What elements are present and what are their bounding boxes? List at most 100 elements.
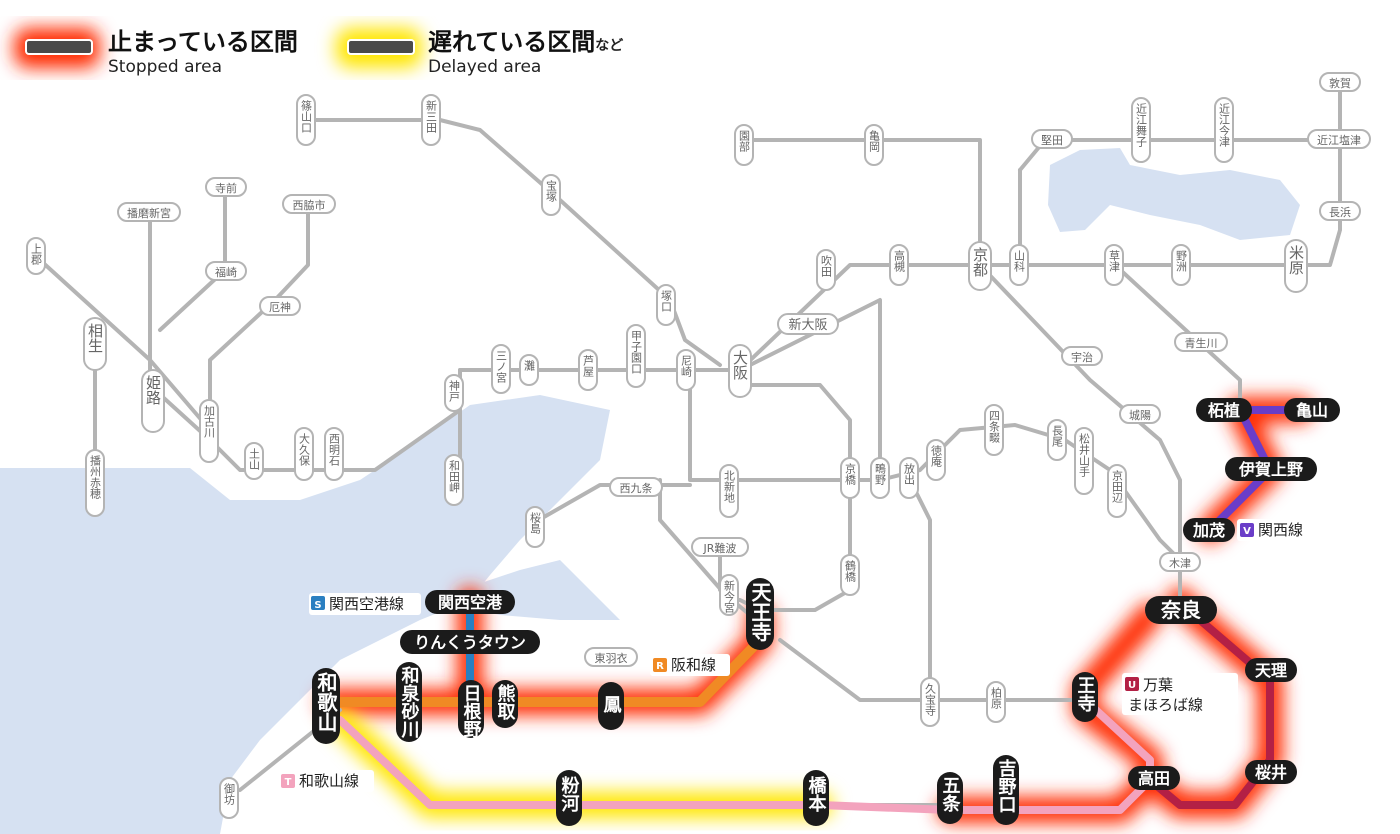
- station-yamashina[interactable]: 山科: [1009, 244, 1029, 286]
- station-kyoto[interactable]: 京都: [968, 241, 992, 291]
- station-tennoji[interactable]: 天王寺: [746, 578, 774, 650]
- station-rinku-town[interactable]: りんくうタウン: [400, 630, 540, 654]
- line-label-wakayama[interactable]: T 和歌山線: [278, 770, 374, 792]
- station-katata[interactable]: 堅田: [1031, 129, 1073, 149]
- station-otori[interactable]: 鳳: [598, 682, 624, 730]
- station-takada[interactable]: 高田: [1128, 766, 1180, 790]
- station-kyobashi[interactable]: 京橋: [840, 457, 860, 499]
- station-takarazuka[interactable]: 宝塚: [541, 174, 561, 216]
- station-koshienguchi[interactable]: 甲子園口: [626, 324, 646, 388]
- station-tsukaguchi[interactable]: 塚口: [656, 284, 676, 326]
- station-nishikujo[interactable]: 西九条: [609, 477, 663, 497]
- station-teramae[interactable]: 寺前: [205, 177, 247, 197]
- station-omimaiko[interactable]: 近江舞子: [1131, 97, 1151, 163]
- station-gobo[interactable]: 御坊: [219, 777, 239, 819]
- station-kizu[interactable]: 木津: [1159, 552, 1201, 572]
- station-nagahama[interactable]: 長浜: [1319, 201, 1361, 221]
- station-wadamisaki[interactable]: 和田岬: [444, 454, 464, 506]
- station-kashiwara[interactable]: 柏原: [986, 681, 1006, 723]
- station-aioi[interactable]: 相生: [83, 317, 107, 371]
- station-harimashingu[interactable]: 播磨新宮: [117, 202, 181, 222]
- station-hanaten[interactable]: 放出: [899, 457, 919, 499]
- station-sakurai[interactable]: 桜井: [1245, 760, 1297, 784]
- station-tenri[interactable]: 天理: [1245, 658, 1297, 682]
- station-yakujin[interactable]: 厄神: [259, 296, 301, 316]
- line-label-hanwa[interactable]: R 阪和線: [650, 654, 730, 676]
- station-tsuge[interactable]: 柘植: [1196, 398, 1252, 422]
- station-tsuruga[interactable]: 敦賀: [1319, 72, 1361, 92]
- station-shinosaka[interactable]: 新大阪: [777, 313, 839, 335]
- station-omiimazu[interactable]: 近江今津: [1214, 97, 1234, 163]
- station-nada[interactable]: 灘: [519, 354, 539, 386]
- station-nishiwakishi[interactable]: 西脇市: [282, 194, 336, 214]
- station-kitashinchi[interactable]: 北新地: [719, 464, 739, 518]
- station-yasu[interactable]: 野洲: [1171, 244, 1191, 286]
- svg-text:木津: 木津: [1169, 557, 1191, 570]
- station-banshuako[interactable]: 播州赤穂: [85, 449, 105, 517]
- line-label-kansai[interactable]: V 関西線: [1237, 519, 1317, 541]
- station-matsuiyamate[interactable]: 松井山手: [1074, 427, 1094, 495]
- station-oji[interactable]: 王寺: [1072, 672, 1098, 722]
- station-takatsuki[interactable]: 高槻: [889, 244, 909, 286]
- svg-text:堅田: 堅田: [1041, 134, 1063, 147]
- station-kusatsu[interactable]: 草津: [1104, 244, 1124, 286]
- station-kamo[interactable]: 加茂: [1183, 518, 1235, 542]
- station-uji[interactable]: 宇治: [1061, 346, 1103, 366]
- svg-text:宇治: 宇治: [1071, 350, 1093, 364]
- station-nishiakashi[interactable]: 西明石: [324, 427, 344, 481]
- station-nara[interactable]: 奈良: [1145, 596, 1217, 624]
- station-dobo[interactable]: 土山: [244, 442, 264, 480]
- station-hashimoto[interactable]: 橋本: [803, 770, 829, 826]
- station-yoshinoguchi[interactable]: 吉野口: [993, 755, 1019, 825]
- station-sannomiya[interactable]: 三ノ宮: [491, 344, 511, 394]
- station-kamigori[interactable]: 上郡: [26, 237, 46, 275]
- station-higashihagoromo[interactable]: 東羽衣: [584, 647, 638, 667]
- line-label-kansai-airport[interactable]: S 関西空港線: [309, 593, 421, 615]
- svg-text:阪和線: 阪和線: [671, 656, 716, 674]
- station-suita[interactable]: 吹田: [816, 249, 836, 291]
- station-kumatori[interactable]: 熊取: [492, 680, 518, 728]
- station-amagasaki[interactable]: 尼崎: [676, 349, 696, 391]
- station-tokuan[interactable]: 徳庵: [926, 439, 946, 481]
- station-kobe[interactable]: 神戸: [444, 374, 464, 412]
- station-sonobe[interactable]: 園部: [734, 124, 754, 166]
- svg-text:遅れている区間など: 遅れている区間など: [428, 28, 623, 56]
- svg-text:R: R: [656, 661, 664, 672]
- station-okubo[interactable]: 大久保: [294, 427, 314, 481]
- station-gojo[interactable]: 五条: [937, 772, 963, 824]
- station-kameyama[interactable]: 亀山: [1284, 398, 1340, 422]
- svg-text:西九条: 西九条: [620, 481, 653, 495]
- svg-text:米原: 米原: [1287, 245, 1305, 275]
- station-fukusaki[interactable]: 福崎: [205, 261, 247, 281]
- station-kakogawa[interactable]: 加古川: [199, 399, 219, 463]
- station-shigino[interactable]: 鴫野: [870, 457, 890, 499]
- station-kyotanabe[interactable]: 京田辺: [1107, 464, 1127, 518]
- station-kansai-kuko[interactable]: 関西空港: [425, 590, 515, 614]
- station-sasayamaguchi[interactable]: 篠山口: [296, 94, 316, 146]
- station-kokawa[interactable]: 粉河: [556, 770, 582, 826]
- station-kyuhoji[interactable]: 久宝寺: [920, 677, 940, 727]
- station-sakurajima[interactable]: 桜島: [525, 506, 545, 548]
- station-jrnamba[interactable]: JR難波: [691, 537, 749, 557]
- svg-text:尼崎: 尼崎: [680, 355, 693, 377]
- station-wakayama[interactable]: 和歌山: [312, 668, 340, 744]
- station-himeji[interactable]: 姫路: [141, 369, 165, 433]
- station-shinimamiya[interactable]: 新今宮: [719, 574, 739, 616]
- station-tsuruhashi[interactable]: 鶴橋: [840, 554, 860, 596]
- station-nagao[interactable]: 長尾: [1047, 419, 1067, 461]
- station-joyo[interactable]: 城陽: [1119, 404, 1161, 424]
- station-iga-ueno[interactable]: 伊賀上野: [1225, 457, 1317, 481]
- station-shinsanda[interactable]: 新三田: [421, 94, 441, 146]
- station-osaka[interactable]: 大阪: [728, 344, 752, 398]
- station-kameoka[interactable]: 亀岡: [864, 124, 884, 166]
- station-aoyama[interactable]: 青生川: [1174, 332, 1228, 352]
- svg-text:U: U: [1128, 680, 1136, 691]
- station-maibara[interactable]: 米原: [1284, 239, 1308, 293]
- station-ashiya[interactable]: 芦屋: [578, 349, 598, 391]
- station-omishiotsu[interactable]: 近江塩津: [1307, 129, 1371, 149]
- station-izumisunagawa[interactable]: 和泉砂川: [396, 662, 422, 742]
- svg-text:近江舞子: 近江舞子: [1135, 103, 1148, 147]
- station-hineno[interactable]: 日根野: [458, 680, 484, 739]
- station-shijonawate[interactable]: 四条畷: [984, 404, 1004, 456]
- line-label-manyo[interactable]: U 万葉 まほろば線: [1122, 673, 1238, 715]
